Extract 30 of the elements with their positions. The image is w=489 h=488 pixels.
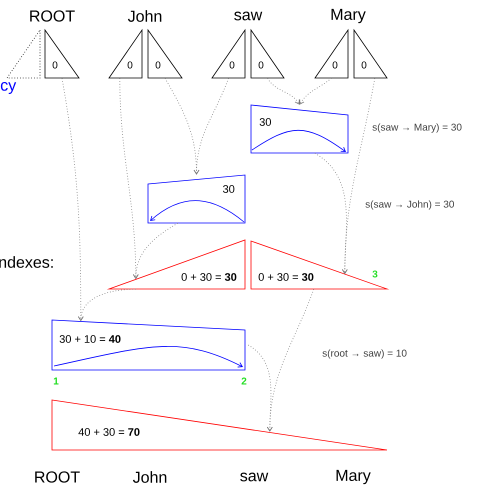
arrow [164, 78, 200, 175]
arrow [62, 78, 84, 322]
arrow [119, 78, 139, 280]
score-label: s(saw → Mary) = 30 [372, 123, 462, 133]
arrow [267, 78, 300, 105]
score-label: s(saw → John) = 30 [365, 200, 454, 210]
word-label: saw [240, 472, 268, 482]
arrow [299, 78, 332, 105]
word-label: Mary [332, 8, 366, 24]
span-box: 30 [148, 174, 246, 224]
word-label: saw [234, 12, 262, 20]
span-box: 30 + 10 = 40 [52, 320, 246, 370]
index-label: 2 [242, 378, 246, 384]
span-triangle: 40 + 30 = 70 [52, 400, 388, 450]
word-label: John [132, 471, 166, 483]
arrow [266, 288, 314, 432]
word-label: cy [0, 82, 16, 94]
word-label: ROOT [35, 471, 80, 483]
word-label: Mary [336, 470, 371, 484]
arrow [342, 78, 376, 274]
word-label: ROOT [30, 10, 75, 22]
arrow [314, 152, 348, 274]
arrow [132, 222, 178, 280]
index-label: 1 [54, 378, 58, 384]
span-box: 30 [250, 104, 348, 154]
arrow [194, 78, 229, 175]
index-label: 3 [372, 270, 378, 278]
score-label: s(root → saw) = 10 [322, 349, 407, 359]
arrow [78, 288, 136, 322]
word-label: John [128, 10, 162, 22]
